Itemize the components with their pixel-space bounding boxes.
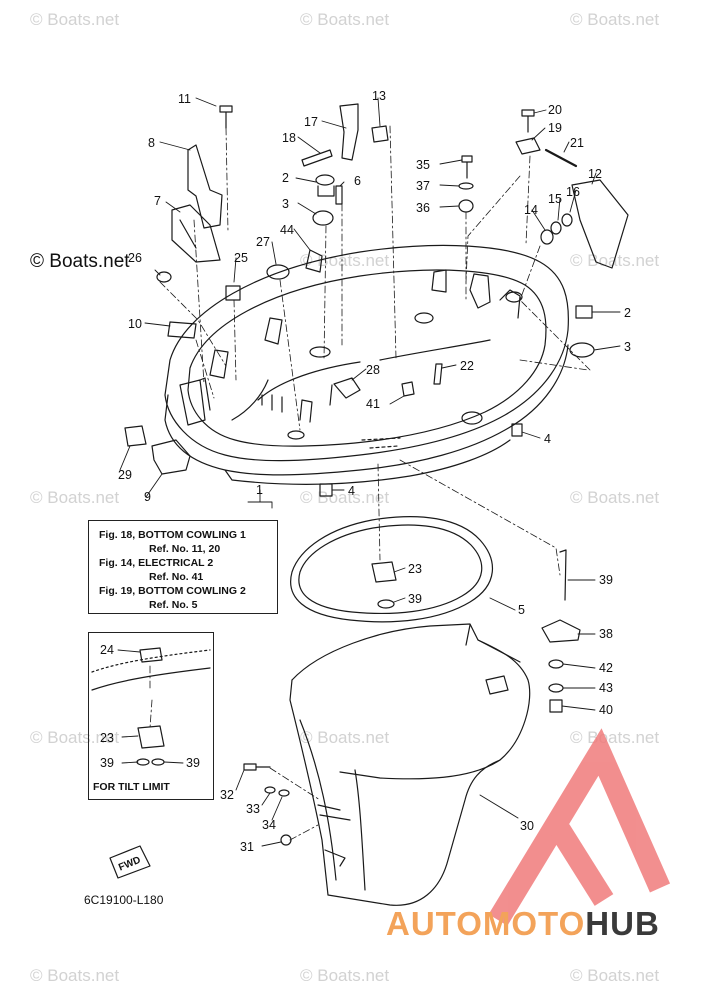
callout-39-right: 39 (599, 573, 613, 587)
callout-37: 37 (416, 179, 430, 193)
callout-2-right: 2 (624, 306, 631, 320)
logo-text-hub: HUB (585, 905, 660, 942)
callout-30: 30 (520, 819, 534, 833)
watermark: © Boats.net (570, 488, 660, 507)
bottom-cowling-tray (164, 244, 569, 485)
watermark: © Boats.net (30, 966, 120, 985)
callout-44: 44 (280, 223, 294, 237)
watermark: © Boats.net (30, 488, 120, 507)
callout-39-center: 39 (408, 592, 422, 606)
callout-9: 9 (144, 490, 151, 504)
watermark-prominent: © Boats.net (30, 251, 130, 272)
callout-20: 20 (548, 103, 562, 117)
callout-32: 32 (220, 788, 234, 802)
callout-3-right: 3 (624, 340, 631, 354)
watermark: © Boats.net (300, 10, 390, 29)
watermark: © Boats.net (300, 728, 390, 747)
callout-23-inset: 23 (100, 731, 114, 745)
gasket (290, 516, 493, 623)
callout-31: 31 (240, 840, 254, 854)
lower-cover (289, 623, 531, 906)
watermark: © Boats.net (300, 488, 390, 507)
callout-7: 7 (154, 194, 161, 208)
callout-8: 8 (148, 136, 155, 150)
callout-34: 34 (262, 818, 276, 832)
callout-33: 33 (246, 802, 260, 816)
watermark: © Boats.net (570, 728, 660, 747)
callout-10: 10 (128, 317, 142, 331)
callout-27: 27 (256, 235, 270, 249)
ref-line: Fig. 19, BOTTOM COWLING 2 (99, 585, 246, 597)
callout-43: 43 (599, 681, 613, 695)
inset-caption: FOR TILT LIMIT (93, 781, 170, 793)
leader-lines (117, 97, 621, 847)
callout-12: 12 (588, 167, 602, 181)
callout-28: 28 (366, 363, 380, 377)
callout-18: 18 (282, 131, 296, 145)
callout-19: 19 (548, 121, 562, 135)
tilt-limit-inset (88, 632, 214, 800)
diagram-code: 6C19100-L180 (84, 893, 164, 907)
automotohub-logo: AUTOMOTOHUB (386, 905, 660, 943)
ref-line: Ref. No. 11, 20 (149, 543, 221, 555)
callout-5: 5 (518, 603, 525, 617)
callout-labels: 11 8 7 26 25 10 29 9 13 17 18 2 6 3 44 2… (100, 89, 631, 854)
alignment-lines (149, 125, 591, 841)
callout-26: 26 (128, 251, 142, 265)
ref-line: Ref. No. 41 (149, 571, 204, 583)
callout-4-right: 4 (544, 432, 551, 446)
callout-14: 14 (524, 203, 538, 217)
callout-21: 21 (570, 136, 584, 150)
callout-41: 41 (366, 397, 380, 411)
callout-4-bottom: 4 (348, 484, 355, 498)
watermark: © Boats.net (570, 966, 660, 985)
callout-24: 24 (100, 643, 114, 657)
ref-line: Fig. 18, BOTTOM COWLING 1 (99, 529, 246, 541)
callout-15: 15 (548, 192, 562, 206)
watermark: © Boats.net (30, 10, 120, 29)
callout-3-top: 3 (282, 197, 289, 211)
callout-16: 16 (566, 185, 580, 199)
callout-11: 11 (178, 92, 191, 106)
callout-38: 38 (599, 627, 613, 641)
callout-23: 23 (408, 562, 422, 576)
callout-6: 6 (354, 174, 361, 188)
callout-13: 13 (372, 89, 386, 103)
ref-line: Fig. 14, ELECTRICAL 2 (99, 557, 214, 569)
parts-small (91, 103, 629, 879)
watermark: © Boats.net (570, 10, 660, 29)
callout-39-inset-left: 39 (100, 756, 114, 770)
callout-40: 40 (599, 703, 613, 717)
callout-17: 17 (304, 115, 318, 129)
callout-2-top: 2 (282, 171, 289, 185)
callout-1: 1 (256, 483, 263, 497)
ref-line: Ref. No. 5 (149, 599, 198, 611)
callout-25: 25 (234, 251, 248, 265)
watermark: © Boats.net (300, 966, 390, 985)
callout-29: 29 (118, 468, 132, 482)
callout-36: 36 (416, 201, 430, 215)
callout-42: 42 (599, 661, 613, 675)
callout-22: 22 (460, 359, 474, 373)
reference-box: Fig. 18, BOTTOM COWLING 1 Ref. No. 11, 2… (88, 520, 278, 614)
automotohub-logo-mark (488, 728, 671, 926)
logo-text-auto: AUTOMOTO (386, 905, 586, 942)
callout-35: 35 (416, 158, 430, 172)
watermark: © Boats.net (30, 728, 120, 747)
callout-39-inset-right: 39 (186, 756, 200, 770)
